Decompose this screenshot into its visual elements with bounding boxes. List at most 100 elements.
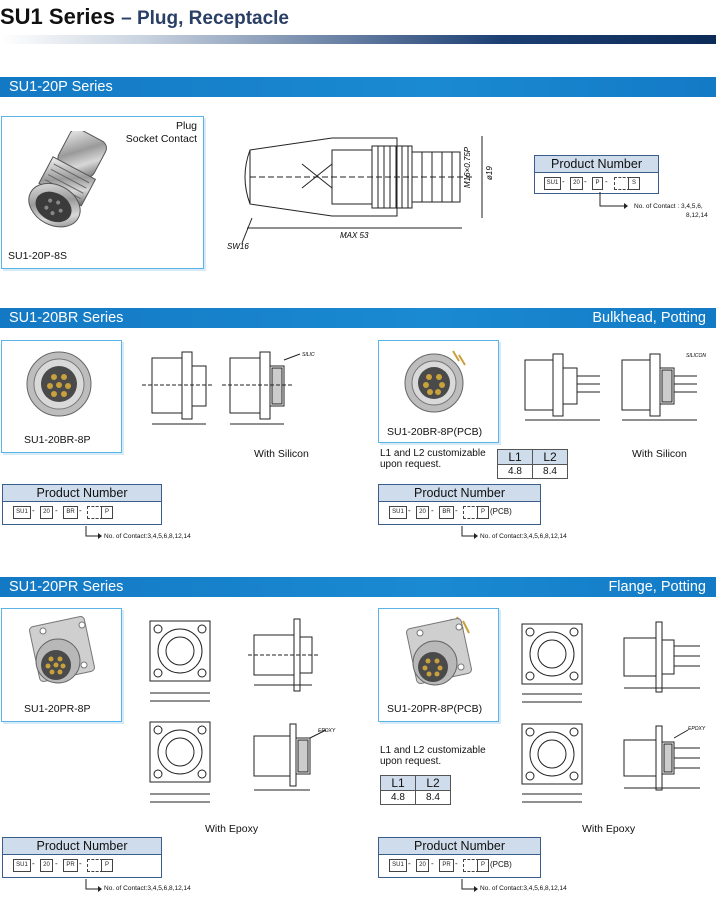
pn-cell-series: SU1 [13, 859, 31, 872]
customize-line-1: L1 and L2 customizable [380, 745, 486, 756]
pn-suffix: (PCB) [490, 507, 512, 516]
photo-su1-20pr: SU1-20PR-8P [1, 608, 122, 722]
page-title: SU1 Series – Plug, Receptacle [0, 4, 289, 30]
photo-su1-20br: SU1-20BR-8P [1, 340, 122, 453]
pn-cell-series: SU1 [544, 177, 561, 190]
pn-note: No. of Contact:3,4,5,6,8,12,14 [480, 885, 567, 892]
with-epoxy-caption: With Epoxy [582, 823, 636, 835]
pn-cell-series: SU1 [389, 859, 407, 872]
pn-cell-series: SU1 [13, 506, 31, 519]
pn-cell-gender: P [477, 859, 489, 872]
pn-note: No. of Contact:3,4,5,6,8,12,14 [104, 533, 191, 540]
section-bar-su1-20br: SU1-20BR Series Bulkhead, Potting [0, 308, 716, 328]
pn-note-cont: 8,12,14 [686, 212, 708, 219]
table-header-l1: L1 [380, 775, 416, 791]
pn-cell-gender: P [101, 506, 113, 519]
with-epoxy-caption: With Epoxy [205, 823, 259, 835]
table-value-l1: 4.8 [497, 464, 533, 479]
customize-line-1: L1 and L2 customizable [380, 448, 486, 459]
label-socket-contact: Socket Contact [125, 133, 197, 145]
pr-pcb-side-drawing-2: EPOXY [612, 718, 706, 800]
section-subtitle: Flange, Potting [608, 579, 706, 595]
dim-thread: M16×0.75P [463, 146, 472, 188]
product-number-title: Product Number [3, 485, 161, 502]
section-title: SU1-20PR Series [9, 579, 124, 595]
product-number-box-br: Product Number SU1 - 20 - BR - P [2, 484, 162, 525]
model-label: SU1-20P-8S [8, 250, 67, 262]
pn-note: No. of Contact:3,4,5,6,8,12,14 [480, 533, 567, 540]
product-number-box-pr-pcb: Product Number SU1 - 20 - PR - P (PCB) [378, 837, 541, 878]
pr-front-drawing-1 [140, 605, 240, 715]
photo-su1-20pr-pcb: SU1-20PR-8P(PCB) [378, 608, 499, 722]
pn-cell-type: BR [439, 506, 454, 519]
model-label: SU1-20BR-8P [24, 434, 91, 446]
photo-su1-20p: Plug Socket Contact SU1-20P-8S [1, 116, 204, 269]
customize-note: L1 and L2 customizable upon request. [380, 448, 486, 470]
receptacle-photo-image [26, 351, 92, 417]
receptacle-pcb-photo-image [404, 350, 466, 413]
page-title-main: SU1 Series [0, 4, 115, 29]
customize-line-2: upon request. [380, 459, 442, 470]
section-title: SU1-20P Series [9, 79, 113, 95]
table-header-l1: L1 [497, 449, 533, 465]
pn-cell-size: 20 [416, 859, 429, 872]
product-number-title: Product Number [379, 485, 540, 502]
dim-silicon: SILICON [302, 352, 315, 358]
dim-max: MAX 53 [340, 231, 369, 240]
dim-silicon: SILICON [686, 353, 706, 359]
pn-cell-type: BR [63, 506, 78, 519]
table-header-l2: L2 [532, 449, 568, 465]
pn-cell-size: 20 [40, 859, 53, 872]
pn-cell-size: 20 [416, 506, 429, 519]
table-value-l2: 8.4 [415, 790, 451, 805]
pn-suffix: (PCB) [490, 860, 512, 869]
table-value-l2: 8.4 [532, 464, 568, 479]
customize-note: L1 and L2 customizable upon request. [380, 745, 486, 767]
br-dimension-drawing-2: SILICON [220, 348, 315, 433]
leader-arrow [461, 526, 478, 539]
model-label: SU1-20PR-8P(PCB) [387, 703, 483, 715]
with-silicon-caption: With Silicon [632, 448, 687, 460]
pr-front-drawing-2 [140, 708, 240, 818]
pr-pcb-front-drawing-2 [512, 712, 612, 812]
product-number-box-pr: Product Number SU1 - 20 - PR - P [2, 837, 162, 878]
with-silicon-caption: With Silicon [254, 448, 309, 460]
pn-cell-size: 20 [40, 506, 53, 519]
leader-arrow [461, 879, 478, 892]
product-number-title: Product Number [379, 838, 540, 855]
photo-su1-20br-pcb: SU1-20BR-8P(PCB) [378, 340, 499, 443]
dim-dia: ø19 [485, 166, 494, 180]
pn-cell-type: PR [439, 859, 454, 872]
pr-side-drawing-2: EPOXY [240, 722, 336, 797]
header-divider [0, 35, 716, 44]
model-label: SU1-20PR-8P [24, 703, 91, 715]
flange-pcb-photo-image [406, 616, 472, 686]
br-pcb-dimension-drawing-1 [505, 348, 610, 433]
dim-epoxy: EPOXY [318, 728, 336, 734]
product-number-title: Product Number [3, 838, 161, 855]
table-value-l1: 4.8 [380, 790, 416, 805]
customize-line-2: upon request. [380, 756, 442, 767]
product-number-box-su1-20p: Product Number SU1 - 20 - P - S [534, 155, 659, 194]
br-dimension-drawing-1 [132, 348, 217, 433]
br-pcb-dimension-drawing-2: SILICON [612, 353, 706, 433]
plug-photo-image [28, 131, 107, 228]
section-subtitle: Bulkhead, Potting [592, 310, 706, 326]
pn-cell-gender: S [628, 177, 640, 190]
pn-cell-gender: P [101, 859, 113, 872]
pn-cell-series: SU1 [389, 506, 407, 519]
pr-side-drawing-1 [240, 605, 320, 700]
pr-pcb-front-drawing-1 [512, 612, 612, 712]
pn-note: No. of Contact : 3,4,5,6, [634, 203, 703, 210]
product-number-box-br-pcb: Product Number SU1 - 20 - BR - P (PCB) [378, 484, 541, 525]
section-bar-su1-20p: SU1-20P Series [0, 77, 716, 97]
pn-cell-size: 20 [570, 177, 583, 190]
pn-cell-type: P [592, 177, 603, 190]
product-number-title: Product Number [535, 156, 658, 173]
table-header-l2: L2 [415, 775, 451, 791]
model-label: SU1-20BR-8P(PCB) [387, 426, 483, 438]
plug-dimension-drawing: M16×0.75P ø19 MAX 53 SW16 [227, 128, 494, 251]
pn-cell-type: PR [63, 859, 78, 872]
